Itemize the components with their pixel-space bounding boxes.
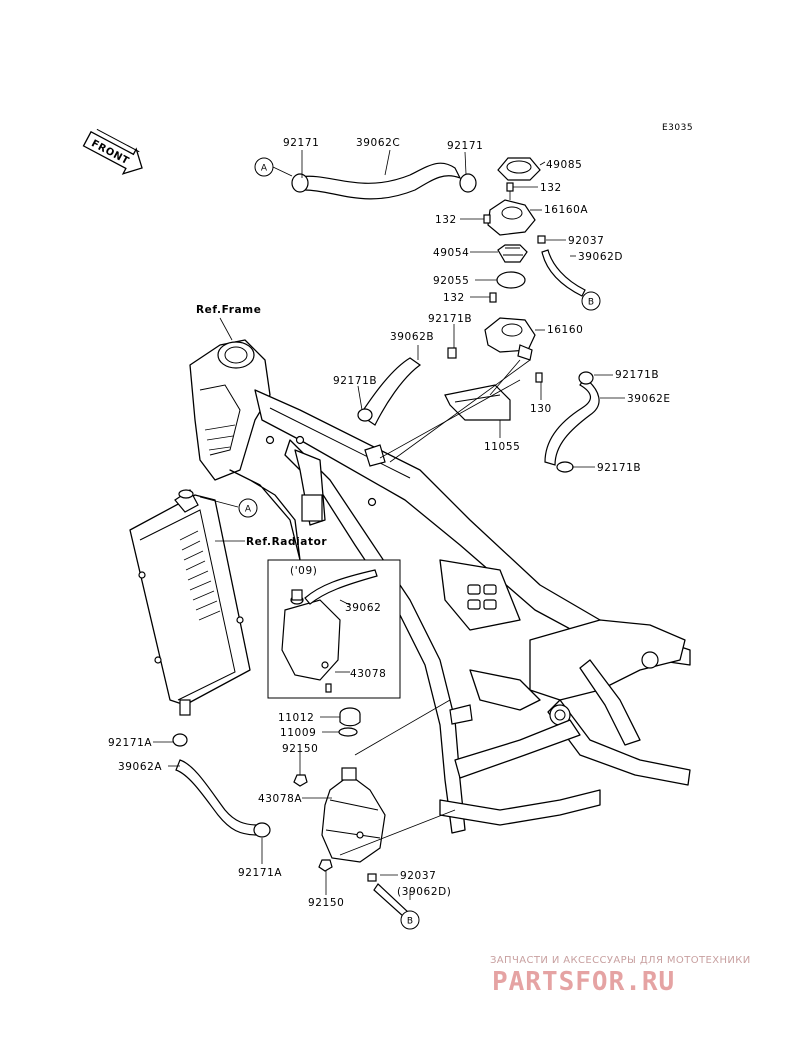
callout-a-radiator: A	[238, 498, 258, 518]
part-11055: 11055	[484, 441, 520, 453]
top-components	[291, 149, 625, 473]
callout-a-top: A	[254, 157, 293, 177]
inset-part-43078: 43078	[350, 668, 386, 680]
part-39062C: 39062C	[356, 137, 400, 149]
callout-b-top: B	[581, 291, 601, 311]
part-11009: 11009	[280, 727, 316, 739]
part-92171B-a: 92171B	[428, 313, 472, 325]
part-39062D: 39062D	[578, 251, 623, 263]
ref-frame-label: Ref.Frame	[196, 304, 261, 316]
svg-text:B: B	[407, 917, 413, 927]
part-92150-a: 92150	[282, 743, 318, 755]
part-132-b: 132	[435, 214, 457, 226]
front-arrow-icon: FRONT	[82, 128, 143, 175]
callout-b-bottom: B	[400, 910, 420, 930]
part-130: 130	[530, 403, 552, 415]
svg-text:A: A	[245, 505, 252, 515]
watermark-subtitle: ЗАПЧАСТИ И АКСЕССУАРЫ ДЛЯ МОТОТЕХНИКИ	[490, 955, 751, 966]
part-92171-top-right: 92171	[447, 140, 483, 152]
part-92171B-b: 92171B	[333, 375, 377, 387]
part-16160A: 16160A	[544, 204, 588, 216]
part-39062B: 39062B	[390, 331, 434, 343]
part-43078A: 43078A	[258, 793, 302, 805]
part-39062A: 39062A	[118, 761, 162, 773]
diagram-code: E3035	[662, 123, 693, 133]
part-39062E: 39062E	[627, 393, 671, 405]
part-92171B-d: 92171B	[597, 462, 641, 474]
watermark-logo: PARTSFOR.RU	[492, 967, 675, 997]
frame-drawing	[189, 339, 691, 834]
part-92150-b: 92150	[308, 897, 344, 909]
part-92171A-a: 92171A	[108, 737, 152, 749]
part-92037-top: 92037	[568, 235, 604, 247]
part-92055: 92055	[433, 275, 469, 287]
inset-box: ('09) 39062 43078	[267, 559, 401, 699]
part-11012: 11012	[278, 712, 314, 724]
part-132-a: 132	[540, 182, 562, 194]
lower-components	[153, 317, 456, 918]
part-49054: 49054	[433, 247, 469, 259]
part-39062D-ref: (39062D)	[397, 886, 451, 898]
inset-part-39062: 39062	[345, 602, 381, 614]
inset-year: ('09)	[290, 565, 317, 577]
ref-radiator-label: Ref.Radiator	[246, 536, 327, 548]
radiator-drawing	[129, 489, 251, 716]
part-92171-top-left: 92171	[283, 137, 319, 149]
part-16160: 16160	[547, 324, 583, 336]
part-92037-bottom: 92037	[400, 870, 436, 882]
part-132-c: 132	[443, 292, 465, 304]
svg-text:A: A	[261, 164, 268, 174]
part-92171B-c: 92171B	[615, 369, 659, 381]
svg-text:B: B	[588, 298, 594, 308]
part-92171A-b: 92171A	[238, 867, 282, 879]
part-49085: 49085	[546, 159, 582, 171]
